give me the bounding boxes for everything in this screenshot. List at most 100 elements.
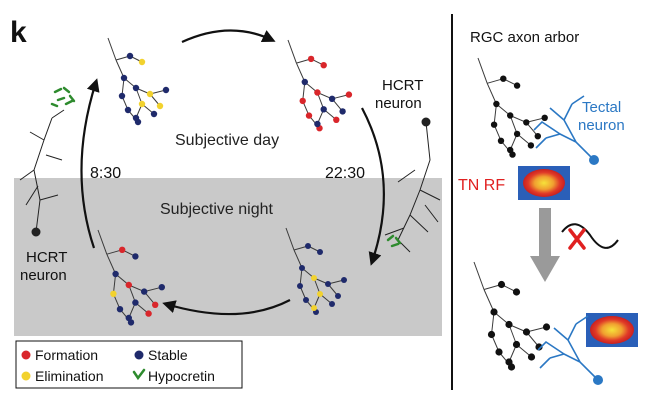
arbor-bouton [507, 112, 514, 119]
arbor-bouton [497, 280, 506, 289]
arbor-bouton [339, 108, 346, 115]
arbor-bouton [118, 92, 126, 100]
arbor-bouton [132, 84, 140, 92]
arbor-bouton [125, 314, 132, 322]
arbor-bouton [320, 61, 327, 69]
arbor-bouton [311, 305, 317, 311]
arbor-branch [115, 59, 125, 79]
arbor-bouton [325, 281, 331, 287]
arbor-bouton [119, 246, 126, 253]
hcrt-top-line2: neuron [375, 95, 422, 112]
tectal-neuron-top [533, 95, 599, 165]
hypocretin-cluster-top-left [50, 86, 76, 108]
arbor-bouton [152, 301, 159, 308]
arbor-bouton [162, 86, 170, 94]
arbor-bouton [299, 265, 305, 271]
arbor-branch [106, 253, 117, 275]
arbor-subjective-day-evening [287, 39, 353, 132]
arbor-subjective-night-late [97, 229, 165, 326]
arbor-branch [107, 37, 117, 61]
arbor-bouton [341, 277, 347, 283]
arbor-subjective-night-early [285, 227, 347, 315]
arbor-bouton [132, 253, 139, 260]
arbor-branch [299, 267, 303, 287]
legend-hypocretin-marker [132, 368, 146, 381]
arbor-bouton [297, 283, 303, 289]
arbor-bouton [513, 130, 521, 138]
tectal-soma [593, 375, 603, 385]
arbor-bouton [120, 74, 128, 82]
arbor-branch [493, 103, 497, 125]
arbor-bouton [541, 114, 548, 122]
arbor-bouton [110, 290, 117, 297]
arbor-bouton [156, 102, 164, 110]
hcrt-top-line1: HCRT [382, 77, 423, 94]
arbor-bouton [542, 323, 551, 331]
arrow-left-up [80, 78, 100, 249]
time-label-right: 22:30 [325, 165, 365, 182]
arbor-bouton [314, 120, 321, 128]
arbor-bouton [512, 340, 521, 349]
tectal-neuron-bottom [537, 315, 603, 385]
arbor-bouton [507, 146, 514, 154]
rgc-arbor-bottom [473, 261, 551, 371]
arbor-bouton [493, 100, 500, 108]
subjective-night-label: Subjective night [160, 201, 274, 218]
legend: Formation Stable Elimination Hypocretin [15, 340, 243, 389]
legend-hypocretin-label: Hypocretin [148, 368, 215, 384]
tectal-dendrite [537, 315, 599, 381]
arbor-bouton [132, 114, 140, 122]
hcrt-bottom-line2: neuron [20, 267, 67, 284]
rgc-axon-arbor-title: RGC axon arbor [470, 29, 579, 46]
hypocretin-cluster-mid-right [386, 234, 402, 248]
hcrt-bottom-line1: HCRT [26, 249, 67, 266]
arbor-bouton [500, 75, 507, 82]
arbor-bouton [345, 91, 353, 98]
legend-formation-label: Formation [35, 347, 98, 363]
legend-box [15, 340, 243, 389]
subjective-day-label: Subjective day [175, 132, 279, 149]
tn-rf-label: TN RF [458, 177, 505, 194]
arbor-bouton [534, 133, 541, 140]
hcrt-neuron-bottom-left [19, 109, 65, 237]
blocked-curve-icon [561, 223, 619, 250]
arbor-bouton [158, 284, 165, 291]
arbor-bouton [513, 82, 521, 89]
arbor-bouton [305, 112, 313, 119]
arbor-bouton [495, 348, 503, 356]
tectal-line2: neuron [578, 117, 625, 134]
arbor-bouton [490, 308, 498, 316]
arbor-bouton [124, 106, 132, 114]
arbor-branch [483, 289, 495, 313]
arbor-bouton [301, 78, 308, 86]
arbor-bouton [311, 275, 317, 281]
legend-elimination-label: Elimination [35, 368, 103, 384]
arbor-bouton [125, 281, 132, 289]
arbor-branch [112, 273, 117, 294]
rgc-arbor-top [477, 57, 548, 158]
arbor-bouton [116, 306, 124, 313]
arbor-bouton [307, 55, 315, 63]
arbor-bouton [335, 293, 341, 299]
cycle-arrows [80, 29, 385, 316]
tectal-dendrite [533, 95, 595, 161]
legend-stable-label: Stable [148, 347, 188, 363]
arbor-bouton [303, 297, 309, 303]
down-arrow [530, 208, 560, 282]
hcrt-bottom-label: HCRT neuron [20, 249, 71, 284]
arbor-bouton [146, 90, 154, 98]
arbor-bouton [527, 353, 536, 361]
arbor-bouton [329, 301, 335, 307]
arbor-branch [509, 115, 518, 135]
arbor-bouton [112, 270, 119, 278]
arbor-branch [486, 83, 497, 105]
arbor-bouton [150, 110, 158, 118]
arbor-branch [285, 227, 295, 251]
tectal-line1: Tectal [582, 99, 621, 116]
arbor-bouton [505, 320, 513, 329]
legend-formation-marker [21, 350, 31, 360]
arbor-bouton [299, 97, 306, 105]
arbor-bouton [505, 358, 513, 366]
arbor-subjective-day-morning [107, 37, 170, 126]
arbor-bouton [126, 52, 134, 60]
